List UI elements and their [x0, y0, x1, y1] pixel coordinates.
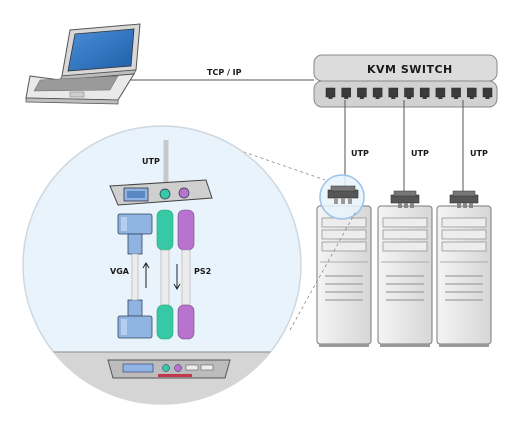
server-tower: [316, 205, 372, 347]
drive-bay: [321, 241, 367, 252]
case-foot: [439, 344, 489, 347]
drive-bay: [382, 217, 428, 228]
vga-connector-bottom: [117, 299, 153, 339]
switch-port: [435, 87, 446, 98]
arrow-down-icon: [173, 264, 181, 290]
switch-port-tab: [375, 97, 380, 99]
switch-port-tab: [407, 97, 411, 99]
switch-port: [451, 87, 461, 98]
utp-label-3: UTP: [470, 149, 488, 158]
switch-port: [341, 87, 351, 98]
switch-port-tab: [485, 97, 490, 99]
laptop: [25, 23, 141, 105]
rear-ps2-purple-port: [174, 364, 182, 372]
vga-label: VGA: [110, 267, 130, 276]
switch-port: [388, 87, 399, 98]
case-foot: [319, 344, 369, 347]
drive-bay: [382, 241, 428, 252]
switch-port: [419, 87, 430, 98]
ps2-green-connector: [156, 209, 174, 340]
switch-port-tab: [438, 97, 443, 99]
switch-port: [467, 87, 477, 98]
utp-label-zoom: UTP: [142, 157, 160, 166]
drive-bay: [321, 229, 367, 240]
tcp-ip-label: TCP / IP: [207, 68, 242, 77]
drive-bay: [441, 241, 487, 252]
drive-bay: [441, 229, 487, 240]
switch-port-tab: [422, 97, 427, 99]
kvm-switch-label: KVM SWITCH: [367, 63, 453, 76]
zoom-magnifier: UTP: [22, 125, 302, 405]
switch-port: [325, 87, 336, 98]
servers: [316, 205, 492, 347]
drive-bay: [382, 229, 428, 240]
case-foot: [380, 344, 430, 347]
switch-port-tab: [454, 97, 459, 99]
server-tower: [436, 205, 492, 347]
ps2-label: PS2: [194, 267, 211, 276]
arrow-up-icon: [142, 262, 150, 288]
server-tower: [377, 205, 433, 347]
switch-port-tab: [391, 97, 396, 99]
zoom-source-circle: [319, 174, 365, 220]
switch-port: [372, 87, 383, 98]
switch-ports: [325, 87, 493, 99]
switch-port: [404, 87, 414, 98]
vga-connector-top: [117, 213, 153, 255]
switch-port: [482, 87, 493, 98]
switch-port: [357, 87, 367, 98]
kvm-dongle-3: [449, 190, 479, 208]
utp-label-2: UTP: [411, 149, 429, 158]
switch-port-tab: [469, 97, 474, 99]
kvm-switch: KVM SWITCH: [313, 54, 498, 108]
kvm-dongle-2: [390, 190, 420, 208]
ps2-purple-connector: [177, 209, 195, 340]
zoom-guide-bottom: [289, 212, 356, 331]
rear-ps2-green-port: [162, 364, 170, 372]
vga-cable: [131, 253, 139, 301]
switch-port-tab: [328, 97, 333, 99]
utp-label-1: UTP: [351, 149, 369, 158]
switch-port-tab: [359, 97, 364, 99]
switch-port-tab: [344, 97, 349, 99]
rear-vga-port: [122, 363, 154, 373]
drive-bay: [441, 217, 487, 228]
